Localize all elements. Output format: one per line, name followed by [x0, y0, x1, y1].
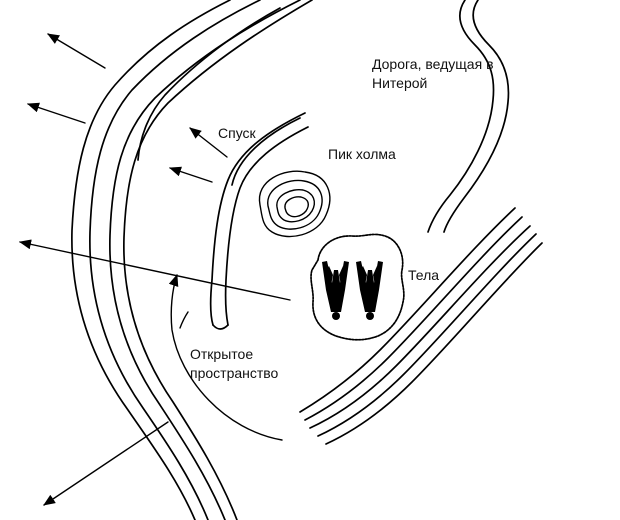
body-figure-left — [322, 261, 349, 320]
hill-contours — [258, 170, 331, 238]
label-open-space: Открытое пространство — [190, 346, 279, 381]
label-bodies: Тела — [408, 267, 440, 283]
right-trails — [299, 207, 543, 445]
road-niteroi — [427, 0, 510, 233]
descent-path — [209, 112, 309, 330]
open-space-arrow — [168, 274, 283, 441]
label-hill-peak: Пик холма — [328, 146, 396, 162]
main-trail — [71, 0, 313, 520]
body-figure-right — [356, 261, 383, 320]
label-descent: Спуск — [218, 125, 256, 141]
label-road-niteroi: Дорога, ведущая в Нитерой — [372, 56, 494, 91]
direction-arrows — [19, 33, 291, 506]
bodies-area — [310, 233, 405, 341]
